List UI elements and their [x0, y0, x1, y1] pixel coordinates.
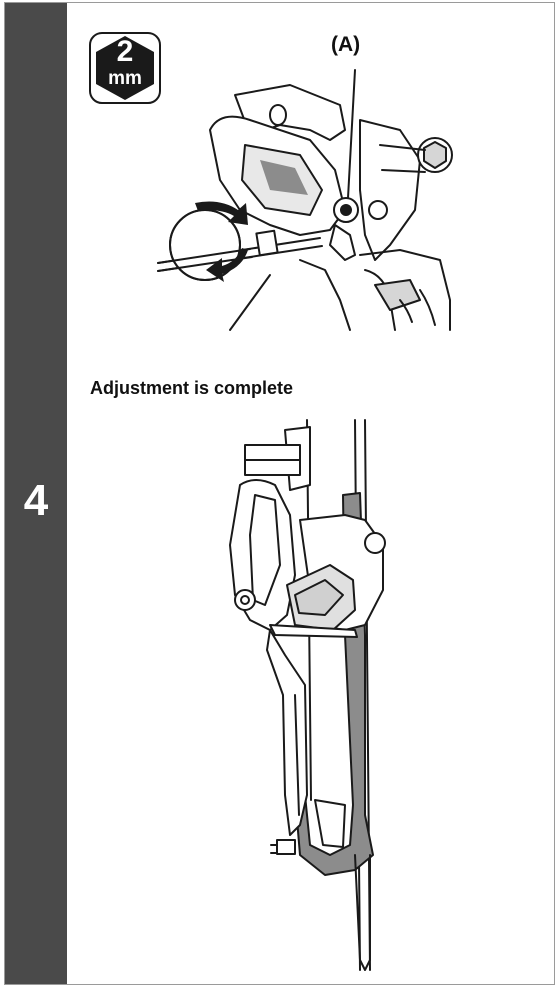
caption-heading: Adjustment is complete — [90, 378, 294, 398]
tool-unit: mm — [108, 68, 142, 89]
installed-derailleur-illustration — [229, 419, 386, 971]
step-number: 4 — [23, 476, 49, 525]
badge-frame — [89, 32, 161, 104]
step-sidebar — [5, 3, 67, 984]
adjustment-illustration — [157, 69, 453, 331]
callout-label-a: (A) — [331, 33, 361, 56]
hex-wrench-badge-icon: 2 mm — [88, 31, 162, 105]
tool-size: 2 — [116, 35, 134, 68]
